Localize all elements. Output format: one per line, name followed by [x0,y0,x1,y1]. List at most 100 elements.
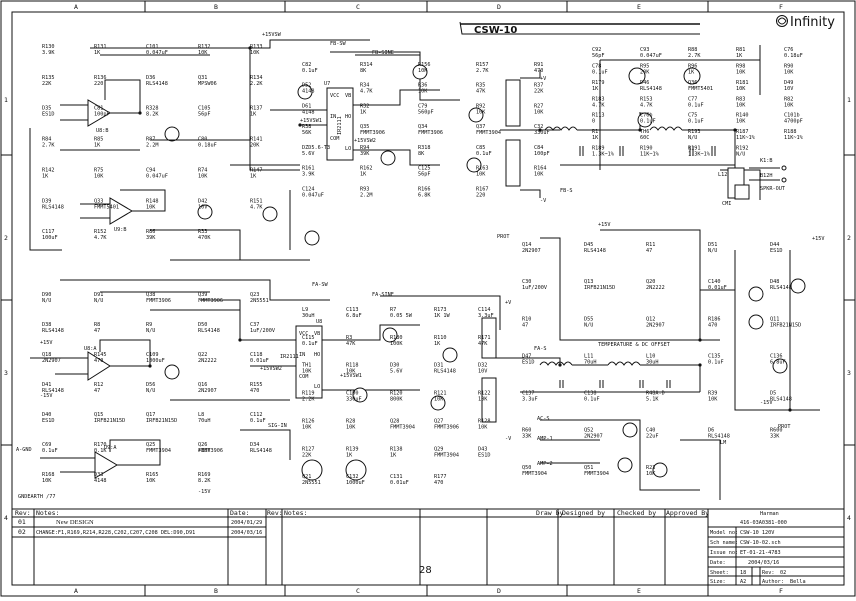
component-value: RLS4148 [42,328,64,334]
component-ref: R9 [146,322,152,328]
net-label: U8:A [84,346,97,352]
component-value: 1K [94,50,101,56]
component-ref: C112 [250,412,263,418]
column-label: B [214,3,218,11]
component-ref: R27 [534,103,543,109]
component-value: RLS4148 [198,328,220,334]
component-value: 1K [250,173,257,179]
component-ref: C132 [346,474,359,480]
ic-part: IR2111 [337,116,343,135]
component-ref: R86 [146,229,155,235]
net-label: TEMPERATURE & DC OFFSET [598,342,670,348]
component-ref: C85 [476,145,485,151]
component-ref: Q15 [94,412,103,418]
component-value: 10K [146,204,156,210]
component-ref: R142 [42,167,55,173]
component-value: 1K [250,112,257,118]
component-ref: C75 [688,113,697,119]
sheet-label: Sheet: [710,570,729,576]
component-value: 10K [534,109,544,115]
component-ref: R163 [476,166,489,172]
component-value: FMMT3906 [434,424,459,430]
net-label: FA-S [534,346,547,352]
component-ref: R328 [146,106,159,112]
component-ref: Q29 [434,446,443,452]
component-ref: R7 [390,307,396,313]
transistor-q29 [772,358,788,374]
ic-ref: U8 [316,319,322,325]
net-label: +15V [812,236,825,242]
component-value: RLS4148 [250,448,272,454]
date-label: Date: [710,560,726,566]
component-ref: R1 [592,129,598,135]
component-ref: R120 [390,391,403,397]
component-ref: R35 [476,83,485,89]
component-value: 10K [534,172,544,178]
component-ref: C37 [250,322,259,328]
component-value: 8K [360,68,367,74]
component-value: 470K [198,235,211,241]
ic-u8-ir2111 [295,325,323,399]
component-value: 2N2907 [584,434,603,440]
mosfet-q11 [481,377,497,423]
component-ref: D35 [42,106,51,112]
row-label: 4 [4,514,8,522]
component-value: 10V [784,86,793,92]
component-ref: Q13 [584,279,593,285]
component-ref: R10 [522,316,531,322]
component-value: N/U [94,298,103,304]
component-value: ES1D [42,418,55,424]
component-value: 10K [346,369,356,375]
net-label: U9:A [104,445,117,451]
net-label: SIG-IN [268,423,287,429]
component-ref: R98 [736,63,745,69]
component-value: 1K [688,69,695,75]
component-value: ES1D [42,112,55,118]
component-ref: R34 [360,83,369,89]
component-value: 0.047uF [146,50,168,56]
component-value: 1K [94,143,101,149]
component-value: 22uF [646,434,659,440]
component-ref: R186 [708,316,721,322]
component-value: 10K [198,50,208,56]
component-ref: D52 [302,83,311,89]
part-number: 416-03A0381-000 [740,520,787,526]
component-value: 10K [346,424,356,430]
component-ref: R177 [434,474,447,480]
component-value: FMMT3906 [198,448,223,454]
component-ref: Q35 [360,124,369,130]
component-value: 70uH [584,359,597,365]
transistor-q37-thermal [345,459,367,481]
notes-header: Notes: [284,509,307,517]
component-ref: R170 [94,442,107,448]
